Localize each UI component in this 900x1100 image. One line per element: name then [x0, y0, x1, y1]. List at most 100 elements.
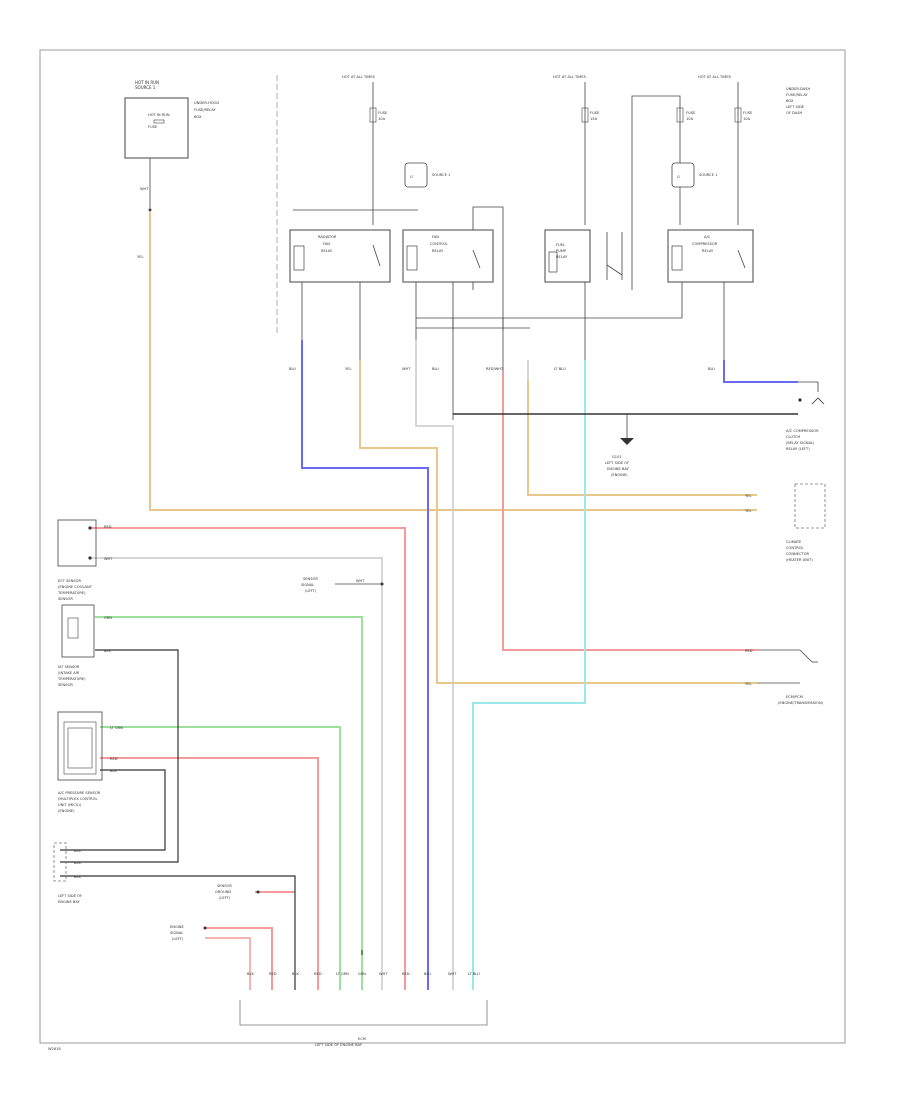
engine-signal-label: ENGINE SIGNAL (LEFT) [170, 925, 207, 941]
svg-text:BLK: BLK [292, 972, 299, 976]
wire-yel-main [149, 212, 757, 511]
wire-label-yel-1: YEL [137, 255, 143, 259]
svg-text:(RELAY SIGNAL): (RELAY SIGNAL) [786, 441, 815, 445]
svg-text:(LEFT): (LEFT) [305, 589, 317, 593]
svg-text:YEL: YEL [745, 682, 751, 686]
wire-blk-3 [60, 769, 166, 851]
hot-run-header-label-2: SOURCE 1 [135, 85, 156, 90]
fuse-1-amp: 10A [378, 117, 386, 121]
source-symbol-1: G SOURCE 1 [404, 162, 450, 188]
svg-text:SENSOR: SENSOR [217, 884, 232, 888]
wire-blu-2 [723, 360, 798, 383]
svg-text:RELAY: RELAY [432, 249, 444, 253]
relay-fuel-pump: FUEL PUMP RELAY [544, 229, 591, 360]
svg-text:CLUTCH: CLUTCH [786, 435, 800, 439]
wire-red-2 [502, 372, 757, 651]
svg-text:YEL: YEL [745, 509, 751, 513]
wire-red-6 [205, 937, 251, 990]
svg-text:CONTROL: CONTROL [786, 546, 804, 550]
svg-text:(HEATER UNIT): (HEATER UNIT) [786, 558, 813, 562]
wire-ltblu [472, 360, 586, 990]
svg-text:BLU: BLU [424, 972, 431, 976]
svg-text:RELAY: RELAY [702, 249, 714, 253]
svg-text:LT GRN: LT GRN [110, 726, 123, 730]
ecm-pcm-connector: RED YEL ECM/PCM (ENGINE/TRANSMISSION) [745, 649, 824, 705]
climate-control-connector: YEL YEL CLIMATE CONTROL CONNECTOR (HEATE… [745, 483, 826, 562]
svg-text:BLK: BLK [104, 649, 111, 653]
svg-text:SIGNAL: SIGNAL [301, 583, 314, 587]
wire-label-redwht: RED/WHT [486, 367, 504, 371]
svg-text:SIGNAL: SIGNAL [170, 931, 183, 935]
fuse-2: HOT AT ALL TIMES FUSE 15A [553, 75, 600, 225]
svg-text:GRN: GRN [358, 972, 366, 976]
wire-label-blu-3: BLU [708, 367, 715, 371]
svg-text:TEMPERATURE): TEMPERATURE) [57, 591, 86, 595]
fuse-3: HOT AT ALL TIMES FUSE 10A [698, 75, 753, 225]
svg-text:LT BLU: LT BLU [468, 972, 480, 976]
underhood-label-3: BOX [194, 115, 202, 119]
sensor-signal-connector: SENSOR SIGNAL (LEFT) WHT [301, 577, 384, 593]
svg-text:RED: RED [104, 525, 112, 529]
relay-radiator-fan: RADIATOR FAN RELAY [289, 229, 391, 360]
iat-sensor: GRN BLK IAT SENSOR (INTAKE AIR TEMPERATU… [57, 604, 112, 687]
svg-text:BLK: BLK [110, 769, 117, 773]
source-label-1: SOURCE 1 [432, 173, 450, 177]
underdash-label-5: OF DASH [786, 111, 802, 115]
wire-blu-1 [301, 340, 429, 990]
fuel-pump-switch [606, 232, 623, 280]
svg-text:PUMP: PUMP [556, 249, 567, 253]
ect-sensor: RED WHT ECT SENSOR (ENGINE COOLANT TEMPE… [57, 519, 113, 601]
svg-text:LEFT SIDE OF: LEFT SIDE OF [605, 461, 629, 465]
fuse-1-header: HOT AT ALL TIMES [342, 75, 376, 79]
svg-text:(LEFT): (LEFT) [172, 937, 184, 941]
svg-text:(ENGINE): (ENGINE) [58, 809, 75, 813]
svg-text:WHT: WHT [356, 579, 365, 583]
underhood-label-1: UNDER-HOOD [194, 101, 219, 105]
diagram-border [39, 49, 846, 1044]
hot-run-header-label: HOT IN RUN [135, 80, 159, 85]
relay-fan-control: FAN CONTROL RELAY [402, 229, 494, 420]
wire-blk-4 [60, 875, 296, 990]
svg-text:(ENGINE COOLANT: (ENGINE COOLANT [58, 585, 93, 589]
svg-text:SENSOR: SENSOR [58, 683, 73, 687]
svg-text:(LEFT): (LEFT) [219, 896, 231, 900]
sensor-ground-label: SENSOR GROUND (LEFT) [215, 884, 260, 900]
wire-red-5 [205, 927, 273, 990]
ground-g101: G101 LEFT SIDE OF ENGINE BAY (ENGINE) [605, 414, 634, 477]
svg-text:A/C COMPRESSOR: A/C COMPRESSOR [786, 429, 819, 433]
underdash-label-3: BOX [786, 99, 794, 103]
wire-grn-1 [95, 616, 363, 990]
svg-text:WHT: WHT [448, 972, 457, 976]
source-symbol-2: G SOURCE 1 [671, 162, 717, 188]
hot-in-run-block: HOT IN RUN SOURCE 1 HOT IN RUN FUSE UNDE… [124, 80, 219, 259]
svg-text:ENGINE: ENGINE [170, 925, 184, 929]
svg-text:(ENGINE/TRANSMISSION): (ENGINE/TRANSMISSION) [778, 701, 824, 705]
fuse-3-label: FUSE [743, 111, 753, 115]
svg-text:CLIMATE: CLIMATE [786, 540, 802, 544]
svg-text:RED: RED [269, 972, 277, 976]
wire-label-hot: WHT [140, 187, 149, 191]
fuse-1: HOT AT ALL TIMES FUSE 10A [342, 75, 388, 225]
wire-label-wht-1: YEL [345, 367, 351, 371]
svg-text:RED: RED [402, 972, 410, 976]
underdash-label-2: FUSE/RELAY [786, 93, 808, 97]
svg-text:GRN: GRN [104, 616, 112, 620]
svg-text:RELAY: RELAY [556, 255, 568, 259]
wire-wht-2 [90, 557, 383, 990]
ecm-bottom-connector: BLK RED BLK RED LT GRN GRN WHT RED BLU W… [239, 972, 488, 1047]
svg-text:CONNECTOR: CONNECTOR [786, 552, 810, 556]
svg-text:BLK: BLK [74, 861, 81, 865]
svg-text:BLK: BLK [74, 875, 81, 879]
svg-text:RELAY (LEFT): RELAY (LEFT) [786, 447, 810, 451]
svg-text:LEFT SIDE OF: LEFT SIDE OF [58, 894, 82, 898]
wire-red-3 [100, 757, 319, 990]
svg-text:FAN: FAN [432, 235, 439, 239]
hot-run-fuse-label: HOT IN RUN [148, 113, 170, 117]
svg-text:UNIT (MICU)): UNIT (MICU)) [58, 803, 82, 807]
svg-text:ECM: ECM [358, 1037, 366, 1041]
wire-yel-2 [359, 360, 757, 684]
svg-text:A/C PRESSURE SENSOR: A/C PRESSURE SENSOR [58, 791, 101, 795]
underdash-label-1: UNDER-DASH [786, 87, 810, 91]
svg-text:LEFT SIDE OF ENGINE BAY: LEFT SIDE OF ENGINE BAY [315, 1043, 363, 1047]
svg-text:RED: RED [745, 649, 753, 653]
